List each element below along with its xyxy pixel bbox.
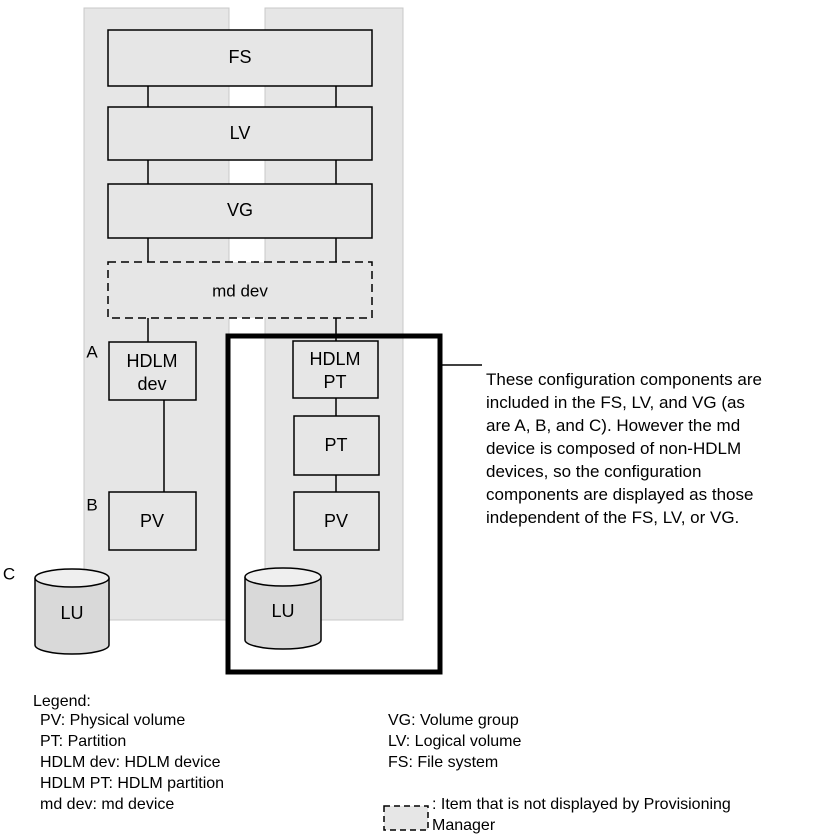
hdlm-pt-box — [292, 340, 379, 399]
highlight-frame — [225, 333, 443, 675]
note-line: device is composed of non-HDLM — [486, 439, 742, 458]
note-line: independent of the FS, LV, or VG. — [486, 508, 740, 527]
legend-entry: HDLM dev: HDLM device — [40, 754, 221, 771]
marker-a: A — [86, 342, 98, 361]
legend-right-column: VG: Volume group LV: Logical volume FS: … — [388, 710, 521, 773]
md-dev-box — [107, 261, 373, 319]
pt-label: PT — [324, 435, 347, 455]
hdlm-pt-label-line1: HDLM — [309, 349, 360, 369]
pv-left-box — [108, 491, 197, 551]
lv-box — [107, 106, 373, 161]
legend-entry: LV: Logical volume — [388, 733, 522, 750]
note-line: included in the FS, LV, and VG (as — [486, 393, 745, 412]
legend-left-column: PV: Physical volume PT: Partition HDLM d… — [40, 710, 224, 815]
note-text: These configuration components are inclu… — [486, 368, 822, 529]
hdlm-dev-label-line2: dev — [137, 374, 166, 394]
note-line: components are displayed as those — [486, 485, 754, 504]
pv-right-label: PV — [324, 511, 348, 531]
note-line: These configuration components are — [486, 370, 762, 389]
vg-box — [107, 183, 373, 239]
legend-dashed-item-text: : Item that is not displayed by Provisio… — [432, 794, 731, 836]
legend-entry: FS: File system — [388, 754, 499, 771]
hdlm-dev-box — [108, 341, 197, 401]
fs-label: FS — [228, 47, 251, 67]
legend-entry: PT: Partition — [40, 733, 127, 750]
pv-left-label: PV — [140, 511, 164, 531]
vg-label: VG — [227, 200, 253, 220]
lv-label: LV — [230, 123, 251, 143]
hdlm-dev-label-line1: HDLM — [126, 351, 177, 371]
legend-entry: md dev: md device — [40, 796, 175, 813]
md-dev-label: md dev — [212, 281, 268, 300]
pt-box — [293, 415, 380, 476]
lu-right-cylinder: LU — [244, 567, 322, 650]
legend-entry: PV: Physical volume — [40, 712, 186, 729]
legend-entry: VG: Volume group — [388, 712, 519, 729]
marker-c: C — [3, 564, 15, 583]
note-line: devices, so the configuration — [486, 462, 702, 481]
lu-left-cylinder: LU — [34, 568, 110, 655]
legend-dashed-item-line2: Manager — [432, 817, 496, 834]
legend-entry: HDLM PT: HDLM partition — [40, 775, 225, 792]
legend-title: Legend: — [33, 693, 91, 710]
legend-dashed-item-line1: : Item that is not displayed by Provisio… — [432, 796, 731, 813]
hdlm-pt-label-line2: PT — [323, 372, 346, 392]
fs-box — [107, 29, 373, 87]
lu-left-label: LU — [60, 603, 83, 623]
lu-right-label: LU — [271, 601, 294, 621]
legend-dashed-swatch — [383, 805, 429, 831]
note-line: are A, B, and C). However the md — [486, 416, 741, 435]
marker-b: B — [86, 495, 97, 514]
pv-right-box — [293, 491, 380, 551]
